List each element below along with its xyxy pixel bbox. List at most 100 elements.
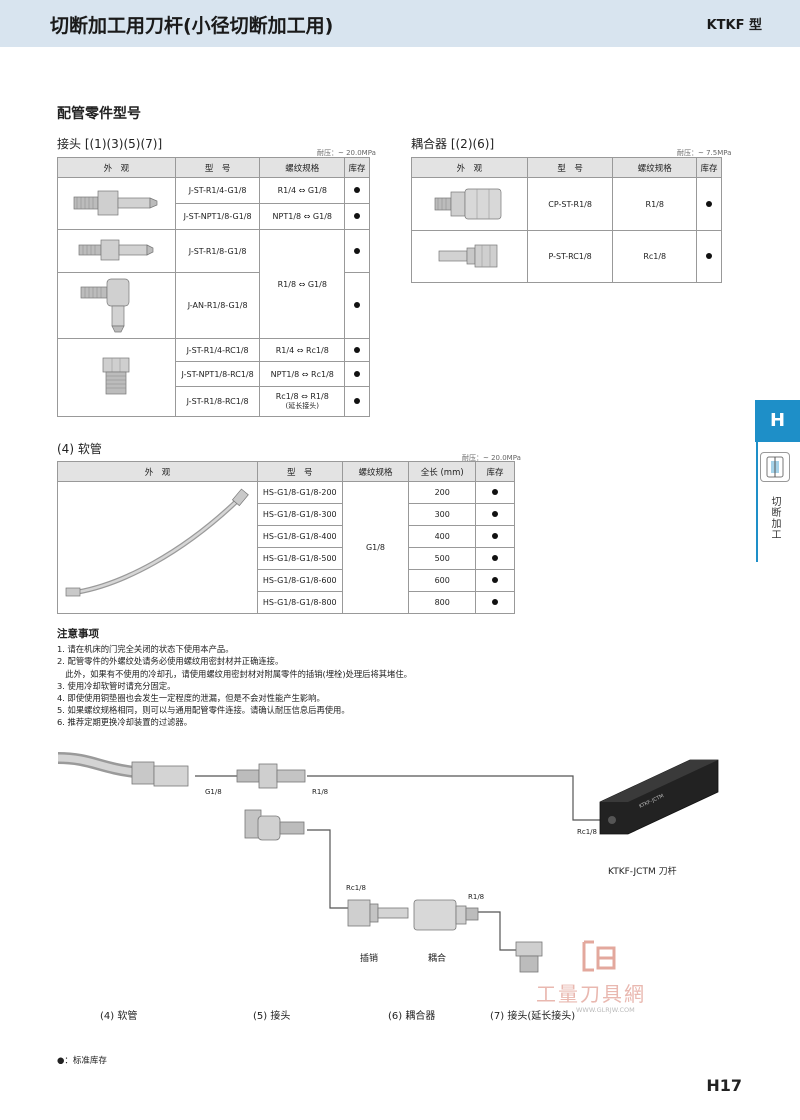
label-rc18-holder: Rc1/8	[577, 828, 597, 836]
note-item: 6. 推荐定期更换冷却装置的过滤器。	[57, 717, 193, 728]
stock-dot	[354, 370, 361, 377]
caption-joint: (5) 接头	[253, 1011, 291, 1022]
col-appearance: 外 观	[57, 157, 176, 178]
stock-dot	[354, 302, 361, 308]
side-tab-line	[756, 442, 758, 562]
plug-image	[411, 230, 528, 283]
stock-dot	[492, 555, 499, 561]
stock-dot	[354, 398, 361, 404]
joint-thread-cell: Rc1/8 ⇔ R1/8 (延长接头)	[259, 386, 346, 417]
fitting-image	[57, 177, 176, 230]
note-item: 此外，如果有不使用的冷却孔，请使用螺纹用密封材对附属零件的插销(埋栓)处理后将其…	[57, 668, 412, 679]
col-model: 型 号	[526, 157, 614, 178]
joint-model: J-AN-R1/8-G1/8	[174, 272, 261, 339]
stock-dot	[492, 533, 499, 539]
caption-extension-joint: (7) 接头(延长接头)	[490, 1011, 576, 1022]
stock-dot	[354, 213, 361, 219]
hex-plug-fitting-image	[57, 338, 176, 417]
col-model: 型 号	[256, 461, 343, 482]
hose-model: HS-G1/8-G1/8-500	[256, 547, 343, 570]
hose-thread: G1/8	[341, 481, 410, 614]
page-number: H17	[706, 1076, 742, 1095]
product-type: KTKF 型	[706, 18, 762, 33]
hose-model: HS-G1/8-G1/8-400	[256, 525, 343, 548]
joint-model: J-ST-R1/8-RC1/8	[174, 386, 261, 417]
stock-dot	[354, 187, 361, 193]
hose-length: 200	[408, 481, 477, 504]
stock-dot	[354, 346, 361, 353]
note-item: 4. 即使使用铜垫圈也会发生一定程度的泄漏，但是不会对性能产生影响。	[57, 693, 325, 704]
holder-name: KTKF-JCTM 刀杆	[608, 867, 677, 877]
stock-dot	[492, 577, 499, 583]
col-stock: 库存	[696, 157, 722, 178]
stock-dot	[492, 489, 499, 495]
stock-legend: ●：标准库存	[57, 1056, 107, 1066]
coupler-model: CP-ST-R1/8	[526, 177, 614, 231]
coupler-table-caption: 耦合器 [(2)(6)]	[411, 137, 495, 151]
joint-thread: NPT1/8 ⇔ G1/8	[259, 203, 346, 230]
col-appearance: 外 观	[57, 461, 258, 482]
joint-model: J-ST-NPT1/8-G1/8	[174, 203, 261, 230]
joint-pressure: 耐压：~ 20.0MPa	[317, 149, 376, 157]
joint-table-caption: 接头 [(1)(3)(5)(7)]	[57, 137, 163, 151]
stock-dot	[706, 200, 713, 207]
stock-dot	[492, 599, 499, 605]
col-model: 型 号	[174, 157, 261, 178]
note-item: 3. 使用冷却软管时请充分固定。	[57, 680, 176, 691]
caption-coupler: (6) 耦合器	[388, 1011, 436, 1022]
hose-model: HS-G1/8-G1/8-300	[256, 503, 343, 526]
stock-dot	[354, 247, 361, 254]
joint-model: J-ST-R1/8-G1/8	[174, 229, 261, 273]
label-rc18-plug: Rc1/8	[346, 884, 366, 892]
watermark: 工量刀具網 WWW.GLRJW.COM	[536, 940, 686, 1020]
label-plug: 插销	[360, 954, 379, 964]
label-g18: G1/8	[205, 788, 222, 796]
coupler-pressure: 耐压：~ 7.5MPa	[677, 149, 732, 157]
stock-dot	[706, 253, 713, 259]
joint-thread: R1/8 ⇔ G1/8	[259, 229, 346, 339]
cutoff-tool-icon	[760, 452, 790, 482]
label-r18-top: R1/8	[312, 788, 329, 796]
page-title: 切断加工用刀杆(小径切断加工用)	[50, 15, 334, 37]
col-appearance: 外 观	[411, 157, 528, 178]
col-thread: 螺纹规格	[259, 157, 346, 178]
hose-image	[57, 481, 258, 614]
hose-length: 800	[408, 591, 477, 614]
joint-thread: R1/4 ⇔ Rc1/8	[259, 338, 346, 362]
stock-dot	[492, 511, 499, 517]
joint-thread: Rc1/8 ⇔ R1/8	[275, 392, 329, 401]
joint-thread: NPT1/8 ⇔ Rc1/8	[259, 361, 346, 387]
fitting-image	[57, 229, 176, 273]
col-thread: 螺纹规格	[612, 157, 698, 178]
coupler-thread: R1/8	[612, 177, 698, 231]
joint-model: J-ST-R1/4-RC1/8	[174, 338, 261, 362]
hose-model: HS-G1/8-G1/8-600	[256, 569, 343, 592]
section-tab: H	[755, 400, 800, 442]
joint-thread: R1/4 ⇔ G1/8	[259, 177, 346, 204]
caption-hose: (4) 软管	[100, 1011, 138, 1022]
page-header: 切断加工用刀杆(小径切断加工用) KTKF 型	[0, 0, 800, 47]
note-item: 2. 配管零件的外螺纹处请务必使用螺纹用密封材并正确连接。	[57, 656, 284, 667]
joint-table: 外 观 型 号 螺纹规格 库存 J-ST-R1/4-G1/8 R1/4 ⇔ G1…	[57, 157, 370, 417]
coupler-image	[411, 177, 528, 231]
hose-length: 500	[408, 547, 477, 570]
section-title: 配管零件型号	[57, 106, 141, 122]
side-category-text: 切断加工	[769, 496, 780, 540]
hose-length: 400	[408, 525, 477, 548]
hose-length: 300	[408, 503, 477, 526]
coupler-model: P-ST-RC1/8	[526, 230, 614, 283]
piping-diagram: KTKF-JCTM	[57, 752, 719, 973]
col-stock: 库存	[475, 461, 515, 482]
watermark-logo-icon	[582, 940, 616, 972]
watermark-url: WWW.GLRJW.COM	[576, 1006, 635, 1014]
hose-model: HS-G1/8-G1/8-200	[256, 481, 343, 504]
hose-length: 600	[408, 569, 477, 592]
note-item: 5. 如果螺纹规格相同，则可以与通用配管零件连接。请确认耐压信息后再使用。	[57, 705, 350, 716]
elbow-fitting-image	[57, 272, 176, 339]
hose-table: 外 观 型 号 螺纹规格 全长 (mm) 库存 HS-G1/8-G1/8-200…	[57, 461, 515, 614]
notes-title: 注意事项	[57, 628, 99, 640]
hose-table-caption: (4) 软管	[57, 442, 102, 456]
label-coupler: 耦合	[428, 954, 447, 964]
watermark-text: 工量刀具網	[536, 982, 646, 1006]
notes-section: 注意事项 1. 请在机床的门完全关闭的状态下使用本产品。 2. 配管零件的外螺纹…	[57, 628, 412, 729]
